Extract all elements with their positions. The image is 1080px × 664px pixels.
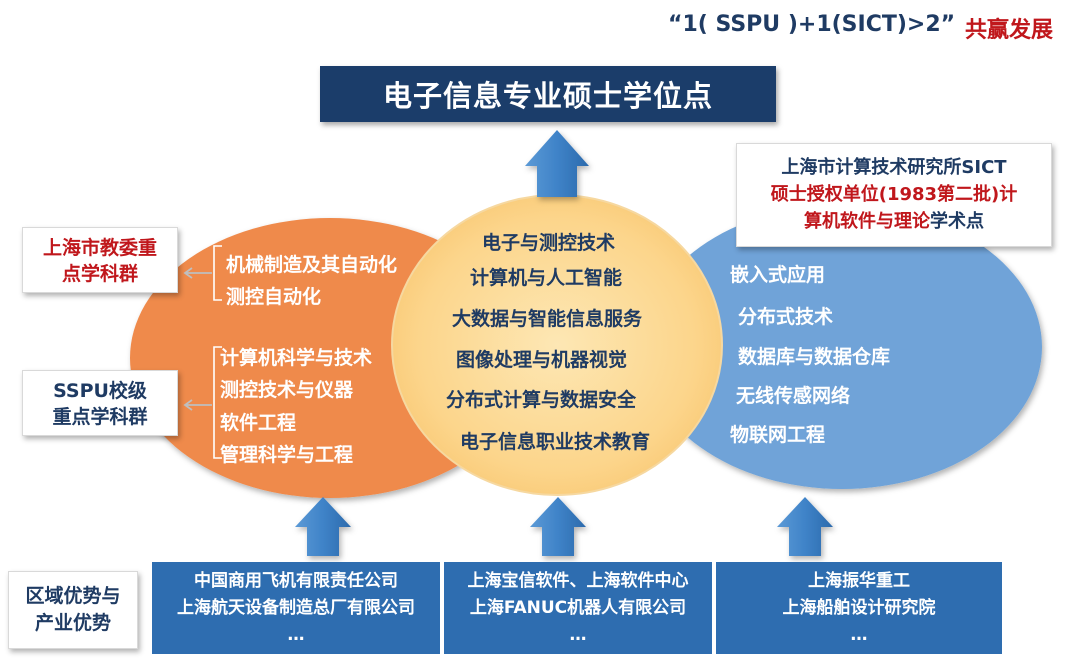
sspu-discipline-callout: SSPU校级 重点学科群 — [22, 370, 178, 436]
up-arrow-mid — [530, 497, 586, 556]
degree-title-box: 电子信息专业硕士学位点 — [320, 66, 776, 122]
industry-item: 上海FANUC机器人有限公司 — [469, 598, 687, 618]
region-line2: 产业优势 — [34, 612, 111, 634]
sspu-line2: 重点学科群 — [52, 406, 148, 428]
right-item: 分布式技术 — [738, 306, 834, 328]
center-item: 分布式计算与数据安全 — [446, 389, 637, 411]
region-callout: 区域优势与 产业优势 — [8, 571, 138, 649]
sict-line3-part2: 学术点 — [930, 211, 984, 232]
center-item: 大数据与智能信息服务 — [452, 308, 643, 330]
slogan-tag: 共赢发展 — [965, 18, 1054, 43]
industry-item: 上海振华重工 — [808, 571, 910, 591]
right-item: 物联网工程 — [730, 424, 826, 446]
industry-panel-mid: 上海宝信软件、上海软件中心 上海FANUC机器人有限公司 … — [444, 562, 712, 654]
sict-line3-part1: 算机软件与理论 — [804, 211, 930, 232]
industry-panel-left: 中国商用飞机有限责任公司 上海航天设备制造总厂有限公司 … — [152, 562, 440, 654]
industry-item: 上海宝信软件、上海软件中心 — [467, 571, 689, 591]
industry-item: … — [850, 625, 868, 645]
connector-arrow-upper — [183, 267, 212, 279]
up-arrow-right — [777, 497, 833, 556]
center-item: 电子信息职业技术教育 — [460, 431, 651, 453]
left-group2-item: 软件工程 — [220, 412, 297, 434]
sict-line1: 上海市计算技术研究所SICT — [781, 157, 1007, 178]
industry-item: … — [569, 625, 587, 645]
shanghai-line1: 上海市教委重 — [42, 237, 157, 259]
bracket-group2 — [213, 346, 222, 459]
industry-item: 上海航天设备制造总厂有限公司 — [177, 598, 415, 618]
degree-title: 电子信息专业硕士学位点 — [382, 79, 713, 113]
right-item: 数据库与数据仓库 — [738, 346, 891, 368]
industry-panel-right: 上海振华重工 上海船舶设计研究院 … — [716, 562, 1002, 654]
slogan: “1( SSPU )+1(SICT)>2” — [668, 12, 956, 37]
center-item: 计算机与人工智能 — [470, 267, 623, 289]
sict-line2: 硕士授权单位(1983第二批)计 — [770, 184, 1018, 205]
center-item: 电子与测控技术 — [482, 232, 616, 254]
industry-item: … — [287, 625, 305, 645]
right-ellipse — [642, 205, 1042, 489]
region-line1: 区域优势与 — [25, 585, 121, 607]
industry-item: 中国商用飞机有限责任公司 — [194, 571, 398, 591]
right-item: 无线传感网络 — [736, 385, 851, 407]
left-group2-item: 计算机科学与技术 — [220, 347, 373, 369]
left-group1-item: 机械制造及其自动化 — [226, 254, 398, 276]
left-group1-item: 测控自动化 — [226, 286, 322, 308]
center-item: 图像处理与机器视觉 — [456, 349, 628, 371]
bracket-group1 — [213, 245, 222, 301]
shanghai-line2: 点学科群 — [61, 263, 138, 285]
connector-arrow-lower — [183, 399, 212, 411]
sspu-line1: SSPU校级 — [53, 380, 147, 402]
left-group2-item: 测控技术与仪器 — [220, 379, 354, 401]
sict-callout: 上海市计算技术研究所SICT 硕士授权单位(1983第二批)计 算机软件与理论学… — [736, 143, 1052, 247]
left-group2-item: 管理科学与工程 — [220, 444, 354, 466]
industry-item: 上海船舶设计研究院 — [782, 598, 936, 618]
up-arrow-left — [295, 497, 351, 556]
up-arrow-top — [525, 130, 589, 197]
shanghai-discipline-callout: 上海市教委重 点学科群 — [22, 227, 178, 293]
right-item: 嵌入式应用 — [730, 264, 826, 286]
